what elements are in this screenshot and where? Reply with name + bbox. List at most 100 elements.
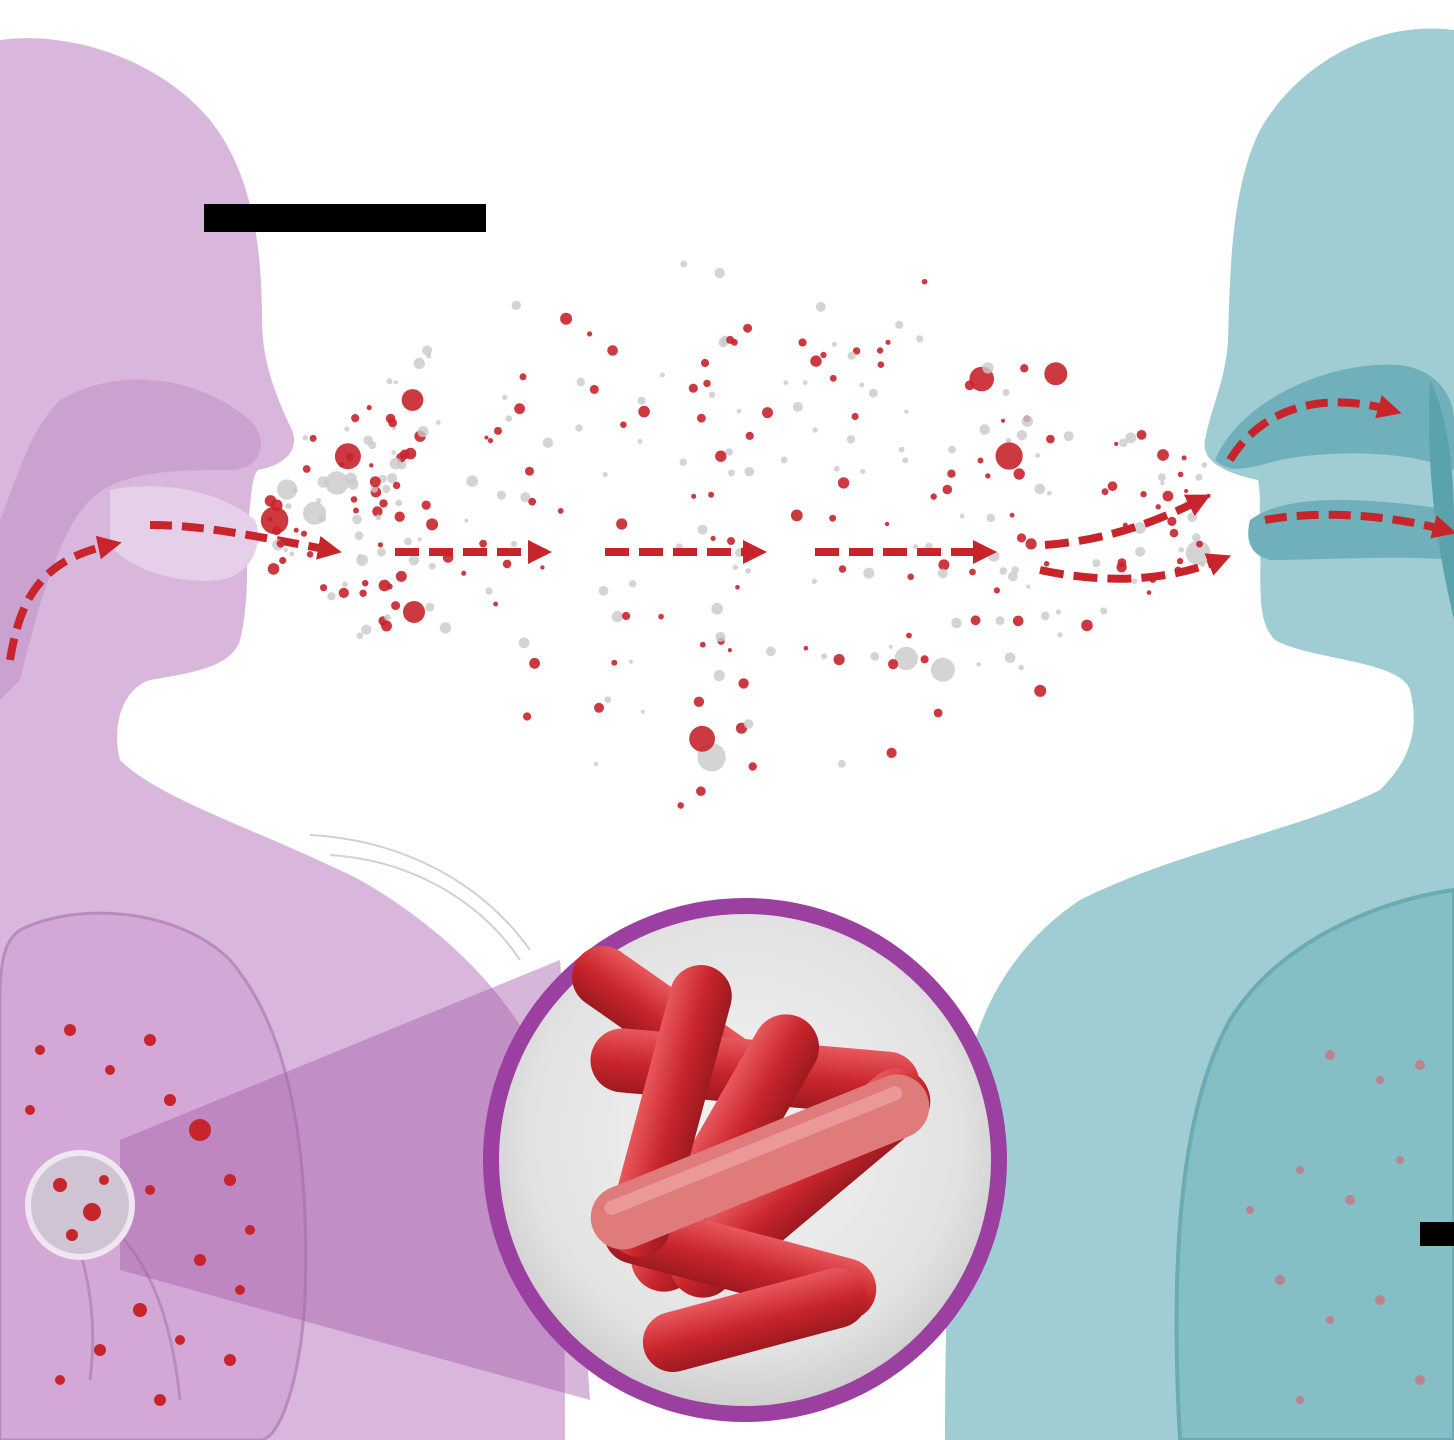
aerosol-droplet <box>698 525 708 535</box>
bacteria-droplet <box>689 726 715 752</box>
bacteria-droplet <box>694 697 704 707</box>
aerosol-droplet <box>599 586 609 596</box>
bacteria-droplet <box>762 407 773 418</box>
aerosol-droplet <box>711 603 723 615</box>
bacteria-droplet <box>461 571 466 576</box>
aerosol-droplet <box>902 457 908 463</box>
bacteria-droplet <box>488 438 493 443</box>
bacteria-droplet <box>514 403 525 414</box>
bacteria-droplet <box>1137 430 1147 440</box>
aerosol-droplet <box>680 260 687 267</box>
aerosol-droplet <box>960 514 965 519</box>
aerosol-droplet <box>781 457 788 464</box>
aerosol-droplet <box>834 466 840 472</box>
bacteria-droplet <box>1184 489 1188 493</box>
aerosol-droplet <box>745 568 751 574</box>
bacteria-droplet <box>1178 472 1184 478</box>
bacteria-droplet <box>622 612 630 620</box>
bacteria-droplet <box>402 389 424 411</box>
bacteria-droplet <box>743 324 752 333</box>
bacteria-droplet <box>393 482 400 489</box>
aerosol-droplet <box>283 548 288 553</box>
bacteria-droplet <box>405 448 417 460</box>
bacteria-droplet <box>381 621 392 632</box>
bacteria-droplet <box>1044 561 1050 567</box>
bacteria-droplet <box>1140 491 1146 497</box>
bacteria-droplet <box>887 748 897 758</box>
bacteria-droplet <box>310 435 317 442</box>
redacted-label <box>204 204 486 232</box>
aerosol-droplet <box>715 632 725 642</box>
bacteria-droplet <box>978 458 984 464</box>
aerosol-droplet <box>384 614 391 621</box>
aerosol-droplet <box>292 488 297 493</box>
bacteria-droplet <box>503 560 512 569</box>
bacteria-droplet <box>523 712 531 720</box>
aerosol-droplet <box>1092 559 1100 567</box>
aerosol-droplet <box>387 378 393 384</box>
aerosol-droplet <box>511 541 517 547</box>
bacteria-droplet <box>791 510 803 522</box>
bacteria-droplet <box>701 359 709 367</box>
bacteria-droplet <box>560 313 572 325</box>
exposed-mouth-cavity <box>1248 500 1454 560</box>
bacteria-droplet <box>558 508 564 514</box>
dashed-arrow-up-right-icon <box>1045 500 1200 545</box>
aerosol-droplet <box>603 472 608 477</box>
bacteria-droplet <box>820 352 826 358</box>
bacteria-droplet <box>351 414 359 422</box>
aerosol-droplet <box>1187 512 1197 522</box>
aerosol-droplet <box>1100 607 1107 614</box>
bacteria-droplet <box>838 477 849 488</box>
bacteria-droplet <box>1118 558 1127 567</box>
bacteria-droplet <box>540 565 544 569</box>
bacteria-droplet <box>396 571 407 582</box>
aerosol-droplet <box>361 625 371 635</box>
aerosol-droplet <box>1056 609 1061 614</box>
aerosol-droplet <box>938 569 948 579</box>
bacteria-droplet <box>367 405 372 410</box>
bacteria-droplet <box>888 659 898 669</box>
aerosol-droplet <box>847 435 855 443</box>
bacteria-droplet <box>494 427 502 435</box>
aerosol-droplet <box>375 514 381 520</box>
bacteria-droplet <box>379 580 391 592</box>
bacteria-droplet <box>620 421 627 428</box>
aerosol-droplet <box>737 409 742 414</box>
bacteria-droplet <box>708 492 714 498</box>
aerosol-droplet <box>812 579 817 584</box>
bacteria-droplet <box>839 565 846 572</box>
aerosol-droplet <box>1202 462 1208 468</box>
bacteria-droplet <box>1001 419 1005 423</box>
aerosol-droplet <box>680 459 687 466</box>
redacted-label <box>1420 1222 1454 1246</box>
bacteria-droplet <box>749 762 757 770</box>
bacteria-droplet <box>711 536 716 541</box>
aerosol-droplet <box>391 450 396 455</box>
aerosol-droplet <box>948 446 956 454</box>
bacteria-droplet <box>677 802 684 809</box>
aerosol-droplet <box>784 380 789 385</box>
aerosol-droplet <box>813 427 818 432</box>
aerosol-droplet <box>1160 481 1164 485</box>
bacteria-droplet <box>700 642 706 648</box>
aerosol-droplet <box>976 662 981 667</box>
bacteria-droplet <box>1010 513 1015 518</box>
bacteria-droplet <box>277 540 285 548</box>
aerosol-droplet <box>303 435 309 441</box>
aerosol-droplet <box>1119 439 1127 447</box>
aerosol-droplet <box>466 475 478 487</box>
bacteria-droplet <box>403 601 425 623</box>
aerosol-droplet <box>733 565 738 570</box>
bacteria-droplet <box>1163 491 1174 502</box>
aerosol-droplet <box>425 603 434 612</box>
bacteria-droplet <box>907 574 914 581</box>
aerosol-droplet <box>803 380 808 385</box>
aerosol-droplet <box>979 424 990 435</box>
bacteria-droplet <box>485 436 489 440</box>
bacteria-droplet <box>804 646 809 651</box>
aerosol-droplet <box>382 485 390 493</box>
bacteria-droplet <box>727 537 735 545</box>
aerosol-droplet <box>1135 547 1145 557</box>
bacteria-droplet <box>1167 517 1176 526</box>
